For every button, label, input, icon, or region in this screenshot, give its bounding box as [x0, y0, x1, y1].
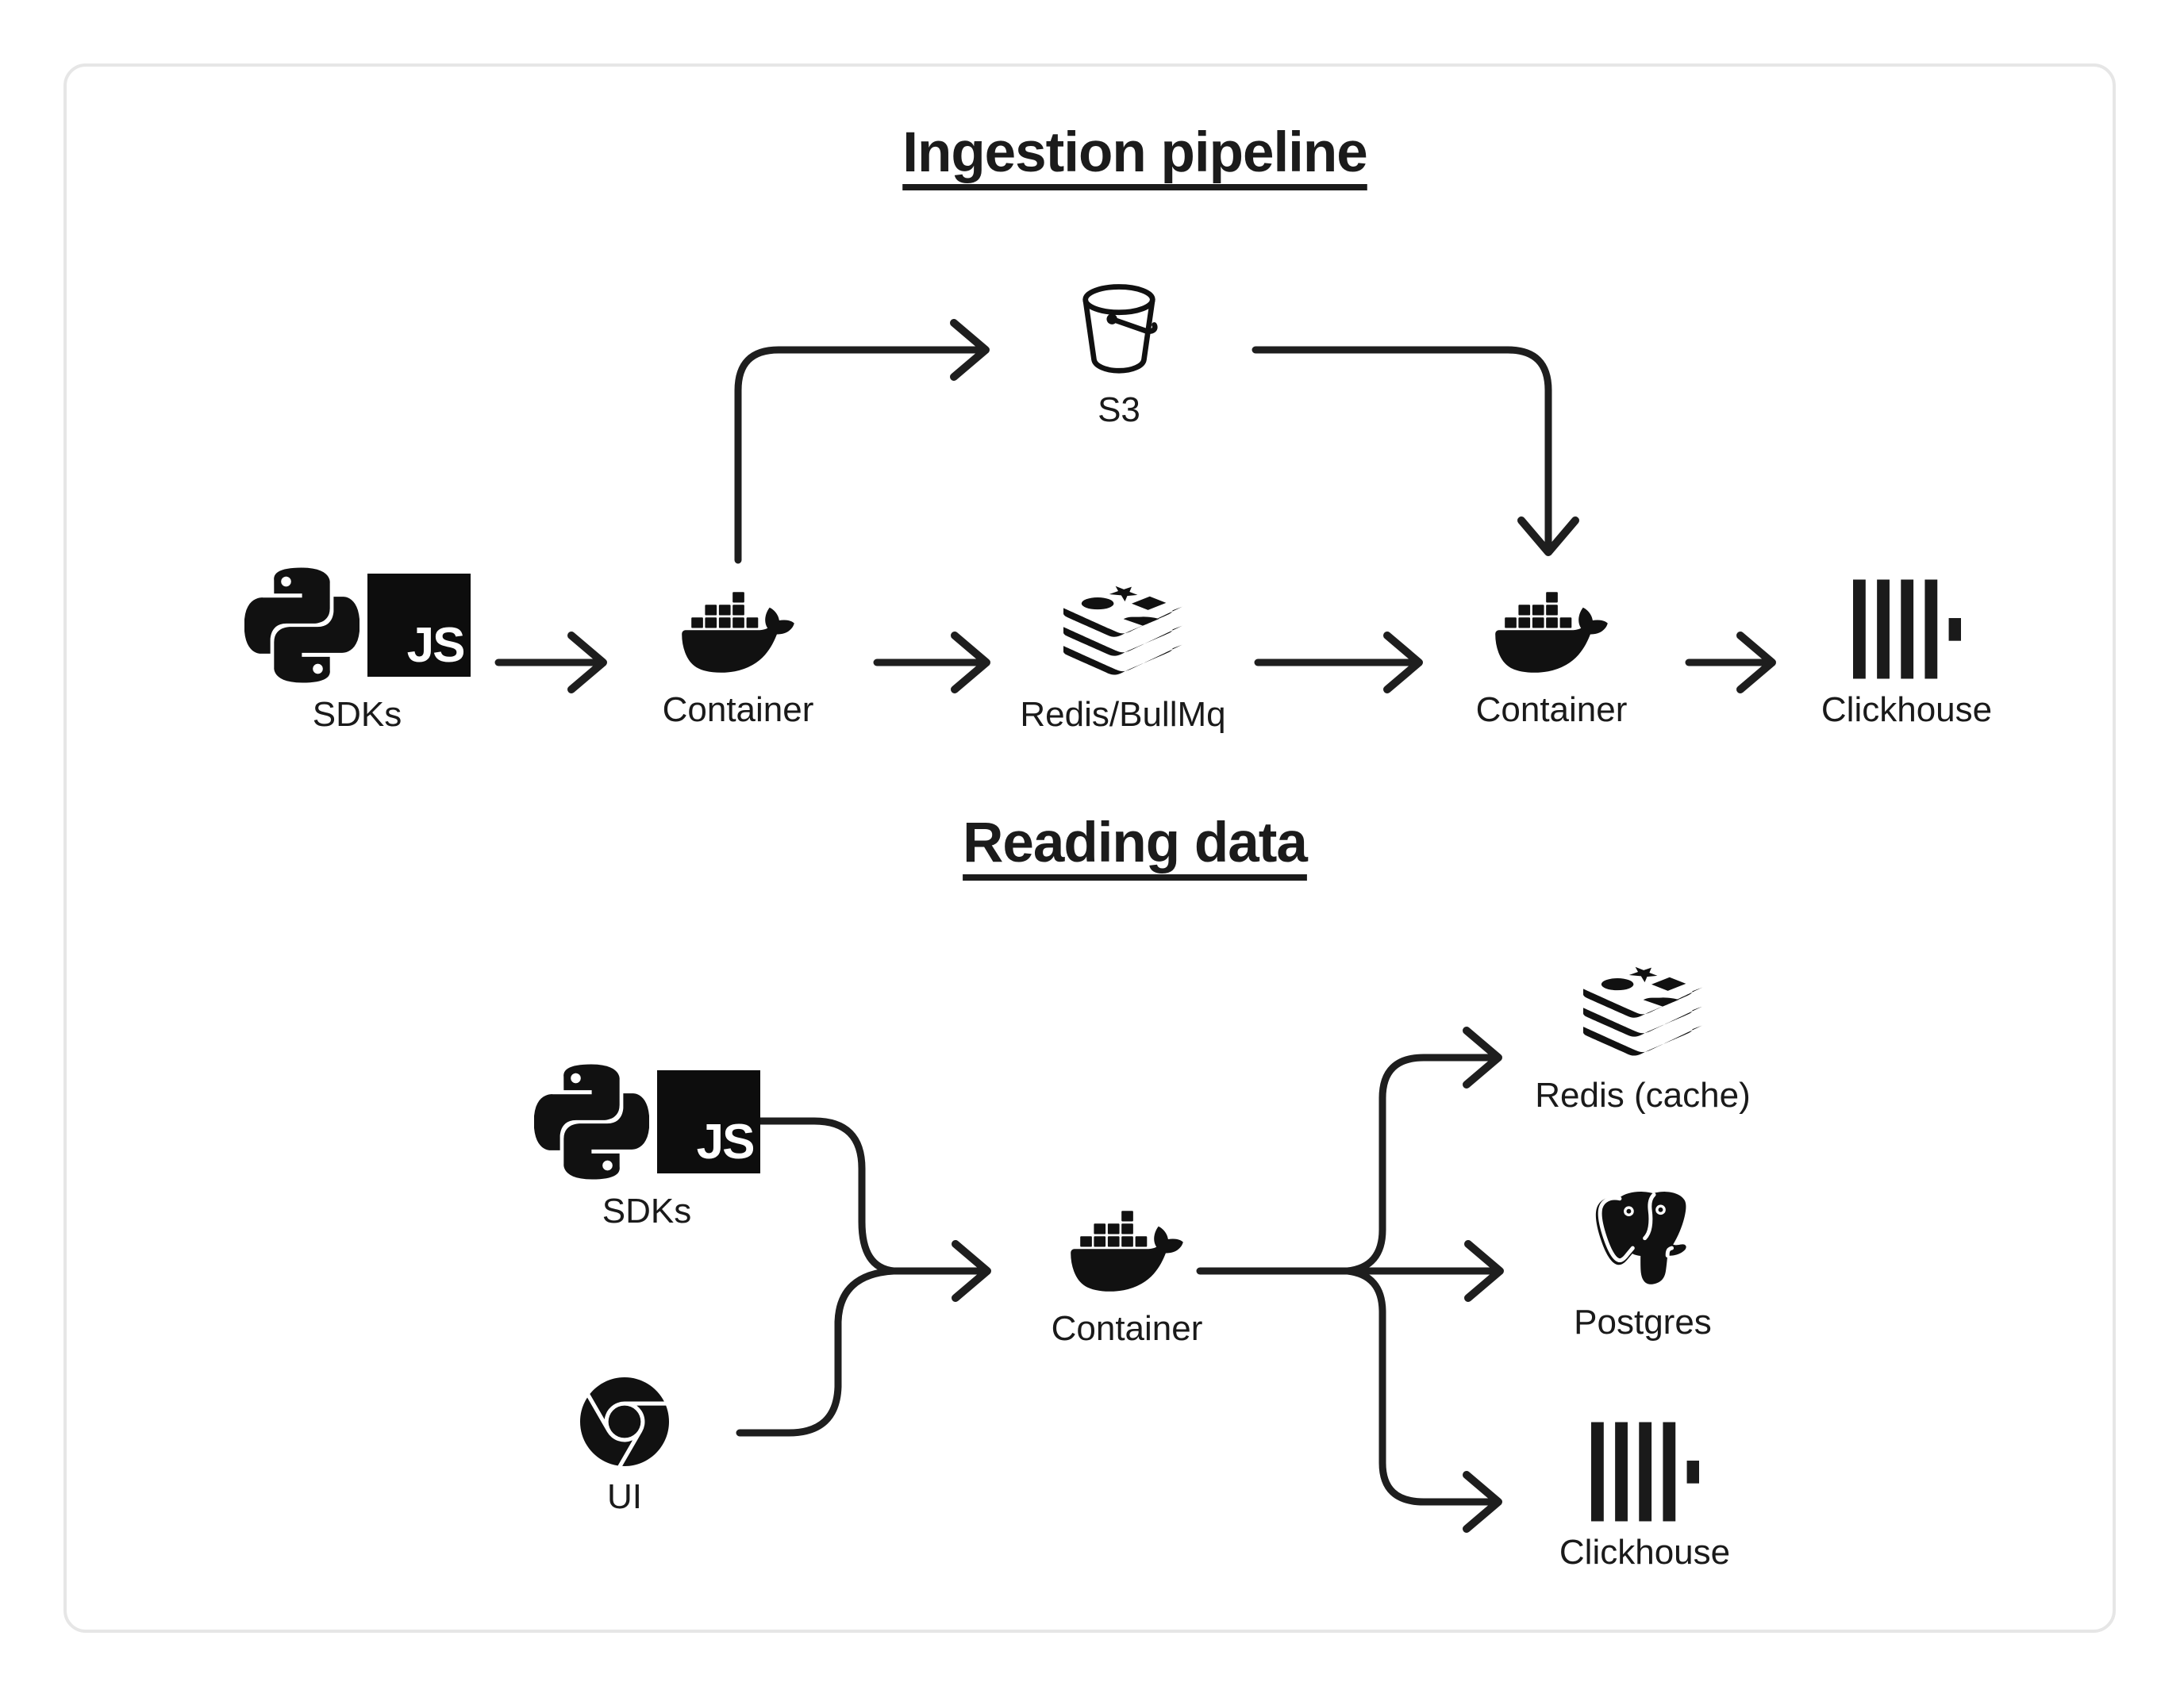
node-reading-postgres: Postgres: [1551, 1184, 1734, 1342]
node-ingestion-clickhouse: Clickhouse: [1809, 579, 2004, 730]
clickhouse-icon: [1590, 1422, 1699, 1522]
node-label: UI: [607, 1477, 642, 1516]
section-title-reading: Reading data: [963, 812, 1308, 874]
node-reading-redis-cache: Redis (cache): [1500, 957, 1786, 1115]
node-ingestion-redis: Redis/BullMq: [1020, 576, 1226, 735]
docker-icon: [1071, 1211, 1183, 1292]
redis-icon: [1063, 586, 1182, 675]
s3-bucket-icon: [1072, 276, 1166, 379]
node-reading-container: Container: [1036, 1204, 1218, 1349]
node-ingestion-s3: S3: [1036, 276, 1202, 430]
node-reading-clickhouse: Clickhouse: [1544, 1422, 1746, 1572]
node-label: Postgres: [1574, 1303, 1712, 1342]
node-label: Clickhouse: [1821, 690, 1993, 729]
javascript-icon: JS: [367, 574, 471, 677]
node-label: Container: [1475, 690, 1628, 729]
node-label: S3: [1098, 390, 1140, 429]
python-icon: [533, 1064, 649, 1180]
node-reading-sdks: JS SDKs: [520, 1063, 774, 1231]
postgresql-icon: [1589, 1184, 1697, 1292]
node-ingestion-container: Container: [647, 586, 829, 730]
node-ingestion-worker-container: Container: [1460, 586, 1643, 730]
node-label: Redis/BullMq: [1020, 695, 1226, 734]
node-ingestion-sdks: JS SDKs: [234, 566, 480, 735]
section-title-ingestion: Ingestion pipeline: [902, 121, 1368, 184]
node-label: SDKs: [312, 695, 402, 734]
node-reading-ui: UI: [541, 1377, 708, 1517]
node-label: Container: [662, 690, 814, 729]
node-label: Container: [1051, 1309, 1203, 1348]
clickhouse-icon: [1852, 579, 1961, 679]
python-icon: [244, 567, 360, 683]
node-label: SDKs: [602, 1192, 692, 1231]
javascript-icon: JS: [656, 1070, 760, 1173]
node-label: Clickhouse: [1559, 1533, 1731, 1572]
redis-icon: [1583, 966, 1702, 1056]
chrome-icon: [580, 1377, 669, 1466]
docker-icon: [682, 592, 794, 673]
node-label: Redis (cache): [1535, 1076, 1751, 1115]
docker-icon: [1495, 592, 1608, 673]
